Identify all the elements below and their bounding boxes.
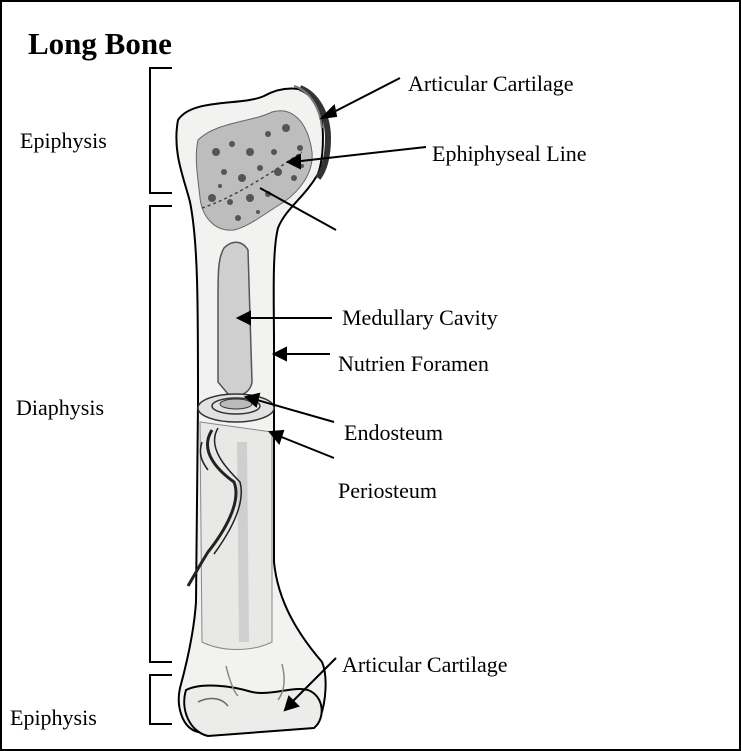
label-endosteum: Endosteum (344, 422, 443, 444)
label-articular-cartilage-top: Articular Cartilage (408, 73, 574, 95)
label-periosteum: Periosteum (338, 480, 437, 502)
bracket-diaphysis (150, 206, 172, 662)
region-label-epiphysis-top: Epiphysis (20, 130, 107, 152)
bracket-epiphysis-top (150, 68, 172, 193)
label-medullary-cavity: Medullary Cavity (342, 307, 498, 329)
diagram-title: Long Bone (28, 28, 172, 59)
region-label-diaphysis: Diaphysis (16, 397, 104, 419)
region-label-epiphysis-bottom: Epiphysis (10, 707, 97, 729)
label-articular-cartilage-bottom: Articular Cartilage (342, 654, 508, 676)
bone-illustration (176, 86, 328, 736)
label-nutrient-foramen: Nutrien Foramen (338, 353, 489, 375)
bracket-epiphysis-bottom (150, 675, 172, 724)
label-epiphyseal-line: Ephiphyseal Line (432, 143, 587, 165)
